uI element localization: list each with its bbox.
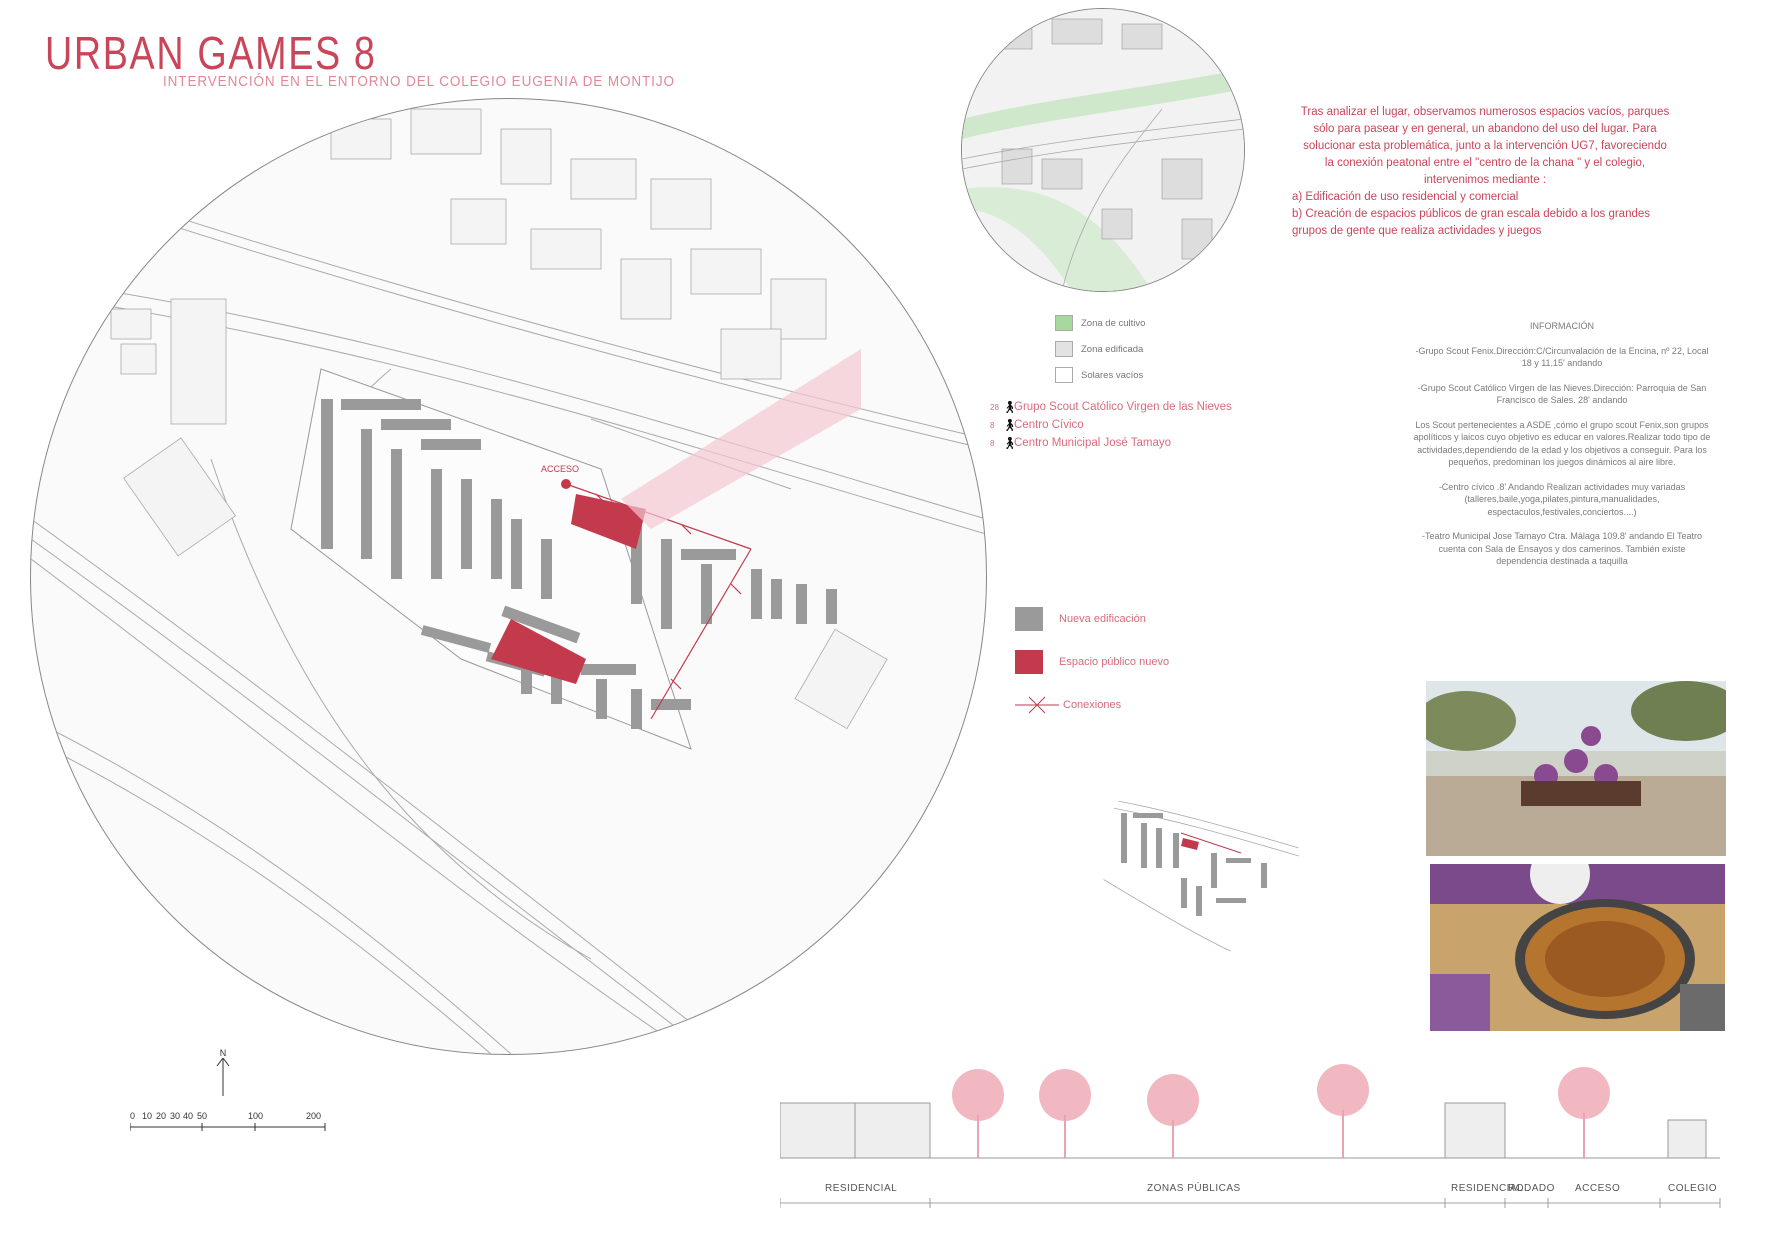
scale-bar-line	[130, 1123, 326, 1131]
page-title: URBAN GAMES 8	[45, 27, 377, 79]
intro-option-a: a) Edificación de uso residencial y come…	[1292, 191, 1519, 203]
section-label-rodado: RODADO	[1508, 1183, 1555, 1194]
scale-tick-label: 30	[170, 1111, 181, 1121]
legend-label-edificada: Zona edificada	[1081, 343, 1144, 355]
walking-person-icon: 🚶︎	[1002, 418, 1018, 432]
scale-tick-label: 100	[248, 1111, 264, 1121]
info-paragraph-5: -Teatro Municipal Jose Tamayo Ctra. Mála…	[1421, 531, 1703, 566]
site-legend: Zona de cultivo Zona edificada Solares v…	[1055, 310, 1145, 388]
info-heading: INFORMACIÓN	[1530, 321, 1594, 331]
page-subtitle: INTERVENCIÓN EN EL ENTORNO DEL COLEGIO E…	[163, 73, 675, 90]
poi-minutes: 8	[990, 438, 995, 448]
info-block: INFORMACIÓN -Grupo Scout Fenix.Dirección…	[1412, 320, 1712, 580]
section-label-colegio: COLEGIO	[1668, 1183, 1718, 1194]
aerial-context-drawing	[962, 9, 1244, 291]
legend-label-cultivo: Zona de cultivo	[1081, 317, 1146, 329]
legend-label-connections: Conexiones	[1063, 698, 1122, 711]
section-label-acceso: ACCESO	[1575, 1183, 1621, 1194]
scale-bar: 0 10 20 30 40 50 100 200	[130, 1055, 330, 1131]
intro-paragraph: Tras analizar el lugar, observamos numer…	[1300, 106, 1670, 186]
legend-item-solares: Solares vacíos	[1055, 362, 1145, 388]
site-section: RESIDENCIAL ZONAS PÚBLICAS RESIDENCIAL R…	[780, 1055, 1730, 1235]
intro-option-b: b) Creación de espacios públicos de gran…	[1292, 208, 1651, 237]
walking-person-icon: 🚶︎	[1002, 436, 1018, 450]
poi-item: 8 🚶︎ Centro Cívico	[990, 416, 1232, 434]
section-label-zonas-publicas: ZONAS PÚBLICAS	[1147, 1183, 1241, 1194]
scale-tick-label: 20	[156, 1111, 167, 1121]
poi-label: Centro Municipal José Tamayo	[1014, 437, 1172, 449]
legend-swatch-edificada	[1055, 341, 1073, 357]
poi-minutes: 8	[990, 420, 995, 430]
info-paragraph-4: -Centro cívico .8' Andando Realizan acti…	[1438, 481, 1686, 517]
site-plan-drawing	[31, 108, 986, 1054]
poi-minutes: 28	[990, 402, 999, 412]
section-label-residencial: RESIDENCIAL	[825, 1183, 898, 1194]
legend-label-building: Nueva edificación	[1059, 612, 1146, 625]
mini-plan-map	[1101, 758, 1299, 956]
legend-item-edificada: Zona edificada	[1055, 336, 1145, 362]
scale-tick-label: 0	[130, 1111, 136, 1121]
scouts-photo-image	[1426, 681, 1726, 856]
intro-text: Tras analizar el lugar, observamos numer…	[1292, 104, 1670, 240]
scale-tick-label: 10	[142, 1111, 153, 1121]
legend-label-public-space: Espacio público nuevo	[1059, 655, 1170, 668]
poi-item: 8 🚶︎ Centro Municipal José Tamayo	[990, 434, 1232, 452]
scale-tick-label: 50	[197, 1111, 208, 1121]
legend-item-conexiones: Conexiones	[1015, 683, 1169, 726]
section-label-residencial-2: RESIDENCIAL	[1451, 1183, 1524, 1194]
scale-tick-label: 200	[306, 1111, 322, 1121]
walking-person-icon: 🚶︎	[1002, 400, 1018, 414]
plan-legend: Nueva edificación Espacio público nuevo …	[1015, 597, 1169, 726]
north-arrow-icon	[216, 1058, 230, 1096]
legend-swatch-solares	[1055, 367, 1073, 383]
info-paragraph-3: Los Scout pertenecientes a ASDE ,cómo el…	[1413, 419, 1711, 468]
access-label: ACCESO	[541, 464, 580, 474]
legend-swatch-cultivo	[1055, 315, 1073, 331]
connection-line-icon	[1015, 696, 1059, 713]
scouts-photo	[1426, 681, 1726, 856]
site-plan-map: ACCESO	[30, 98, 987, 1055]
site-section-drawing	[780, 1064, 1721, 1208]
legend-label-solares: Solares vacíos	[1081, 369, 1144, 381]
legend-item-cultivo: Zona de cultivo	[1055, 310, 1145, 336]
legend-item-nueva-edificacion: Nueva edificación	[1015, 597, 1169, 640]
poi-label: Centro Cívico	[1014, 419, 1084, 431]
points-of-interest: 28 🚶︎ Grupo Scout Católico Virgen de las…	[990, 398, 1232, 452]
paella-photo	[1430, 864, 1725, 1031]
poi-label: Grupo Scout Católico Virgen de las Nieve…	[1014, 401, 1232, 413]
aerial-context-map	[961, 8, 1245, 292]
info-paragraph-2: -Grupo Scout Católico Virgen de las Niev…	[1417, 382, 1707, 406]
mini-plan-drawing	[1101, 797, 1299, 956]
legend-swatch-building	[1015, 606, 1043, 631]
legend-item-espacio-publico: Espacio público nuevo	[1015, 640, 1169, 683]
north-label: N	[219, 1048, 227, 1058]
poi-item: 28 🚶︎ Grupo Scout Católico Virgen de las…	[990, 398, 1232, 416]
paella-photo-image	[1430, 864, 1725, 1031]
legend-swatch-public-space	[1015, 649, 1043, 674]
scale-tick-label: 40	[183, 1111, 194, 1121]
info-paragraph-1: -Grupo Scout Fenix.Dirección:C/Circunval…	[1415, 345, 1709, 369]
